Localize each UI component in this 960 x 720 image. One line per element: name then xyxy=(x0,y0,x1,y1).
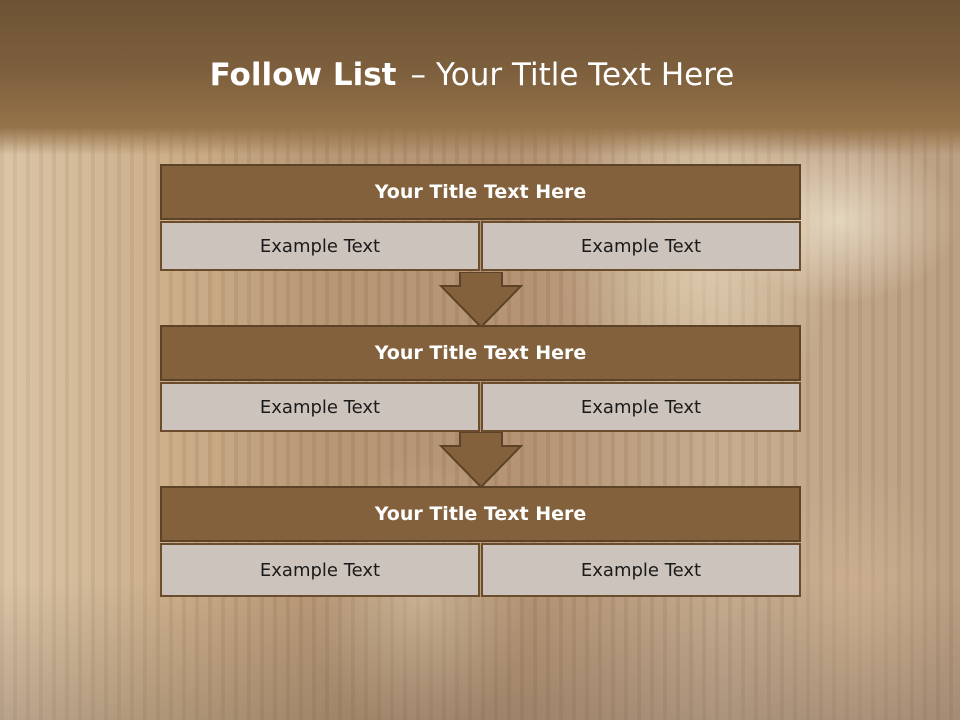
step-3-cell-right: Example Text xyxy=(481,543,801,597)
step-2: Your Title Text Here Example Text Exampl… xyxy=(160,325,801,432)
step-3-row: Example Text Example Text xyxy=(160,543,801,597)
step-2-row: Example Text Example Text xyxy=(160,382,801,432)
step-3-title: Your Title Text Here xyxy=(160,486,801,542)
step-1: Your Title Text Here Example Text Exampl… xyxy=(160,164,801,271)
slide-title-rest: Your Title Text Here xyxy=(435,57,735,93)
step-3-cell-left: Example Text xyxy=(160,543,480,597)
slide-title: Follow List–Your Title Text Here xyxy=(0,52,944,98)
title-band xyxy=(0,0,960,155)
step-2-cell-right: Example Text xyxy=(481,382,801,432)
slide-title-dash: – xyxy=(410,57,426,93)
slide-title-bold: Follow List xyxy=(209,57,397,93)
step-1-cell-right: Example Text xyxy=(481,221,801,271)
step-1-row: Example Text Example Text xyxy=(160,221,801,271)
step-2-title: Your Title Text Here xyxy=(160,325,801,381)
step-2-cell-left: Example Text xyxy=(160,382,480,432)
background-shade xyxy=(0,580,960,720)
down-arrow-icon xyxy=(439,432,523,488)
step-1-title: Your Title Text Here xyxy=(160,164,801,220)
down-arrow-icon xyxy=(439,272,523,328)
step-1-cell-left: Example Text xyxy=(160,221,480,271)
step-3: Your Title Text Here Example Text Exampl… xyxy=(160,486,801,597)
